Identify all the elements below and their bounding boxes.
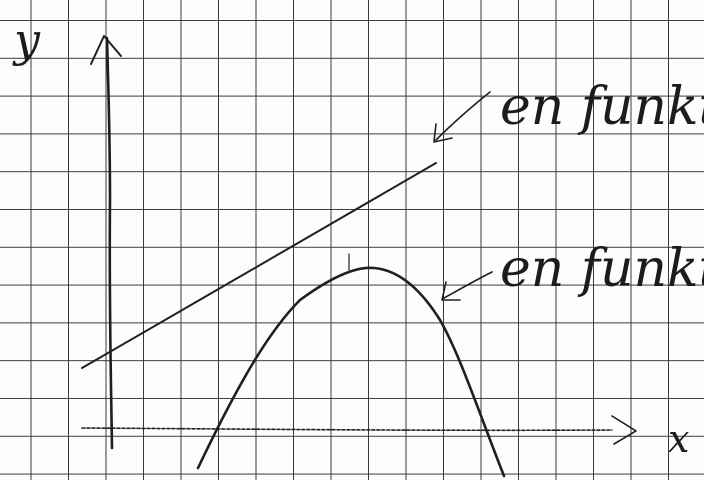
y-axis (105, 36, 114, 450)
line-annotation: en funkt (500, 77, 704, 137)
curve-pointer-arrowhead (441, 281, 461, 301)
linear-function-line (81, 162, 437, 369)
y-axis-label: y (12, 13, 41, 67)
y-axis-arrowhead (90, 35, 122, 65)
x-axis-label: x (668, 417, 689, 461)
x-axis-arrowhead (611, 415, 637, 445)
curve-annotation: en funkt (500, 239, 704, 299)
curve-pointer-arrow (443, 271, 493, 299)
line-pointer-arrowhead (433, 123, 453, 143)
parabola-curve (196, 266, 506, 478)
x-axis (81, 427, 613, 432)
line-pointer-arrow (435, 91, 491, 141)
